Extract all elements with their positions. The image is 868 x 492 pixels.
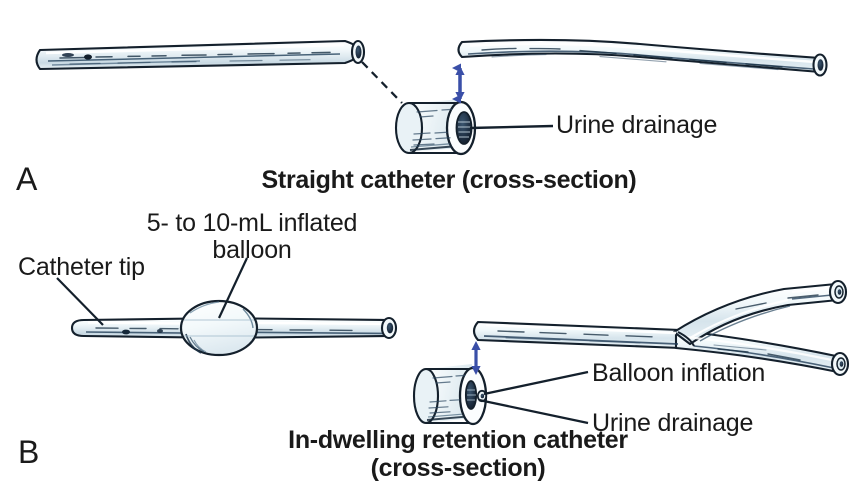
- label-inflated-balloon-line2: balloon: [212, 236, 292, 264]
- leader-line-catheter-tip: [56, 277, 104, 326]
- panel-letter-b: B: [18, 434, 40, 470]
- leader-line-urine-drainage-b: [478, 398, 589, 425]
- panel-a-left-catheter-tube: [35, 39, 366, 71]
- panel-letter-a: A: [16, 161, 38, 197]
- panel-b-catheter-with-balloon: [70, 299, 398, 357]
- label-inflated-balloon-line1: 5- to 10-mL inflated: [146, 209, 358, 237]
- double-headed-arrow-b: [471, 341, 481, 375]
- label-urine-drainage-a: Urine drainage: [556, 111, 718, 139]
- caption-panel-a: Straight catheter (cross-section): [261, 166, 637, 194]
- double-headed-arrow-a: [452, 63, 465, 104]
- inflated-balloon-shape: [179, 299, 259, 357]
- panel-b-cross-section-disk: [412, 364, 488, 426]
- label-catheter-tip: Catheter tip: [18, 253, 145, 281]
- label-urine-drainage-b: Urine drainage: [592, 409, 754, 437]
- leader-line-urine-drainage-a: [469, 124, 554, 130]
- panel-a-right-catheter-tube: [457, 38, 828, 77]
- leader-line-balloon-inflation: [483, 370, 589, 396]
- label-balloon-inflation: Balloon inflation: [592, 359, 766, 387]
- panel-a-cross-section-disk: [394, 99, 477, 156]
- panel-b-bifurcated-catheter: [472, 279, 850, 377]
- dashed-connector-line-a: [361, 61, 403, 104]
- caption-panel-b-line2: (cross-section): [370, 454, 546, 482]
- caption-panel-b-line1: In-dwelling retention catheter: [288, 426, 628, 454]
- leader-line-balloon: [218, 257, 248, 319]
